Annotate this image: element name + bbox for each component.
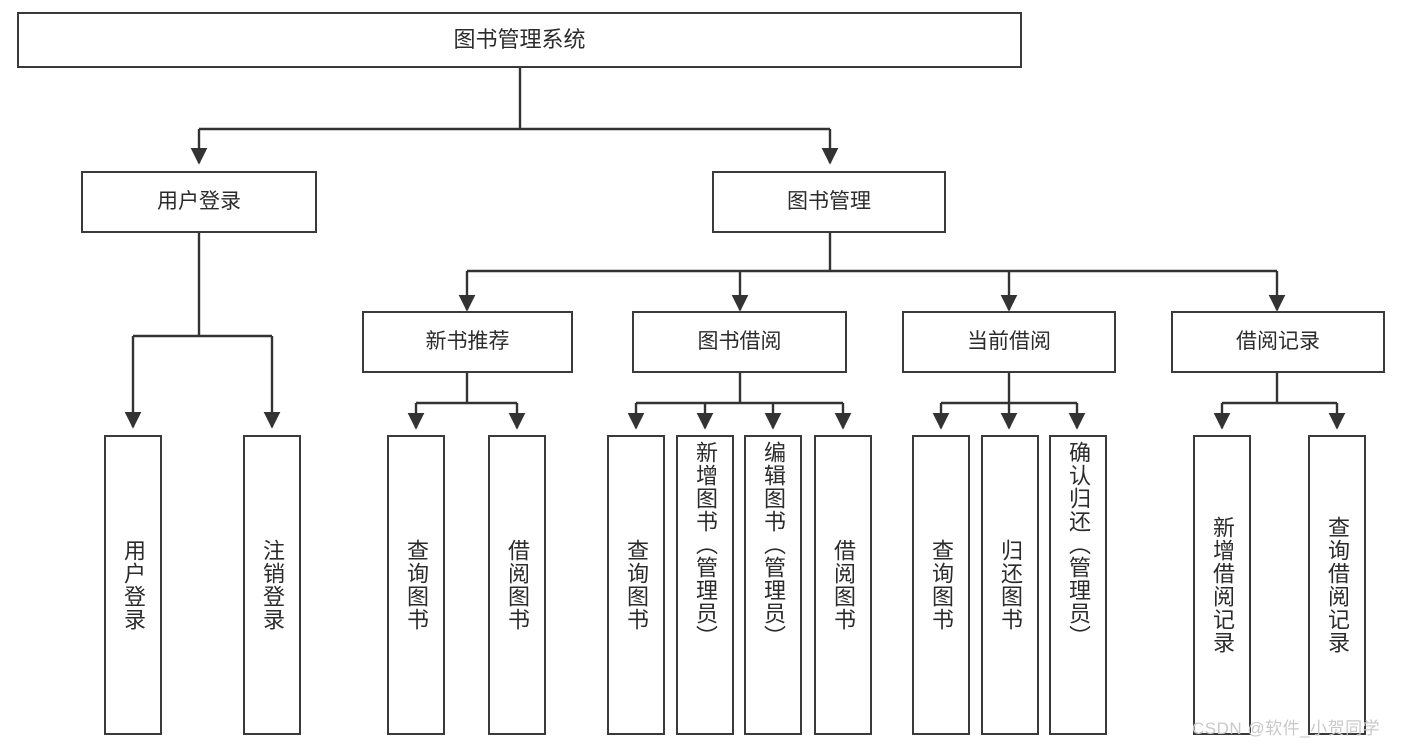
leaf-record-query-borrow-record[interactable]: 查询借阅记录 xyxy=(1308,435,1366,735)
csdn-watermark: CSDN @软件_小贺同学 xyxy=(1192,719,1381,738)
node-label: 查询图书 xyxy=(929,539,954,631)
node-book-management[interactable]: 图书管理 xyxy=(712,171,946,233)
node-label: 新书推荐 xyxy=(425,329,510,353)
node-label: 借阅图书 xyxy=(831,539,856,631)
leaf-current-query-book[interactable]: 查询图书 xyxy=(912,435,970,735)
node-label: 查询图书 xyxy=(624,539,649,631)
leaf-current-confirm-return-admin[interactable]: 确认归还（管理员） xyxy=(1049,435,1107,735)
leaf-borrow-add-book-admin[interactable]: 新增图书（管理员） xyxy=(676,435,734,735)
leaf-borrow-borrow-book[interactable]: 借阅图书 xyxy=(814,435,872,735)
node-label: 新增图书（管理员） xyxy=(693,441,718,648)
node-label: 借阅记录 xyxy=(1236,329,1320,353)
leaf-user-login[interactable]: 用户登录 xyxy=(104,435,162,735)
node-book-borrow[interactable]: 图书借阅 xyxy=(632,311,847,373)
node-root-system[interactable]: 图书管理系统 xyxy=(17,12,1022,68)
node-label: 借阅图书 xyxy=(505,539,530,631)
node-label: 用户登录 xyxy=(157,189,241,213)
node-label: 图书管理 xyxy=(787,189,871,213)
leaf-user-logout[interactable]: 注销登录 xyxy=(243,435,301,735)
node-label: 新增借阅记录 xyxy=(1210,516,1235,654)
leaf-borrow-query-book[interactable]: 查询图书 xyxy=(607,435,665,735)
leaf-recommend-query-book[interactable]: 查询图书 xyxy=(387,435,445,735)
node-label: 确认归还（管理员） xyxy=(1066,441,1091,648)
leaf-record-add-borrow-record[interactable]: 新增借阅记录 xyxy=(1193,435,1251,735)
node-borrow-record[interactable]: 借阅记录 xyxy=(1171,311,1385,373)
node-label: 图书借阅 xyxy=(697,329,782,353)
node-label: 当前借阅 xyxy=(967,329,1051,353)
node-new-book-recommend[interactable]: 新书推荐 xyxy=(362,311,573,373)
leaf-borrow-edit-book-admin[interactable]: 编辑图书（管理员） xyxy=(744,435,802,735)
leaf-recommend-borrow-book[interactable]: 借阅图书 xyxy=(488,435,546,735)
node-label: 用户登录 xyxy=(121,539,146,631)
node-label: 查询图书 xyxy=(404,539,429,631)
node-label: 注销登录 xyxy=(260,539,285,631)
leaf-current-return-book[interactable]: 归还图书 xyxy=(981,435,1039,735)
node-label: 编辑图书（管理员） xyxy=(761,441,786,648)
node-current-borrow[interactable]: 当前借阅 xyxy=(902,311,1116,373)
node-label: 归还图书 xyxy=(998,539,1023,631)
node-user-login[interactable]: 用户登录 xyxy=(81,171,317,233)
node-label: 图书管理系统 xyxy=(453,27,586,53)
node-label: 查询借阅记录 xyxy=(1325,516,1350,654)
